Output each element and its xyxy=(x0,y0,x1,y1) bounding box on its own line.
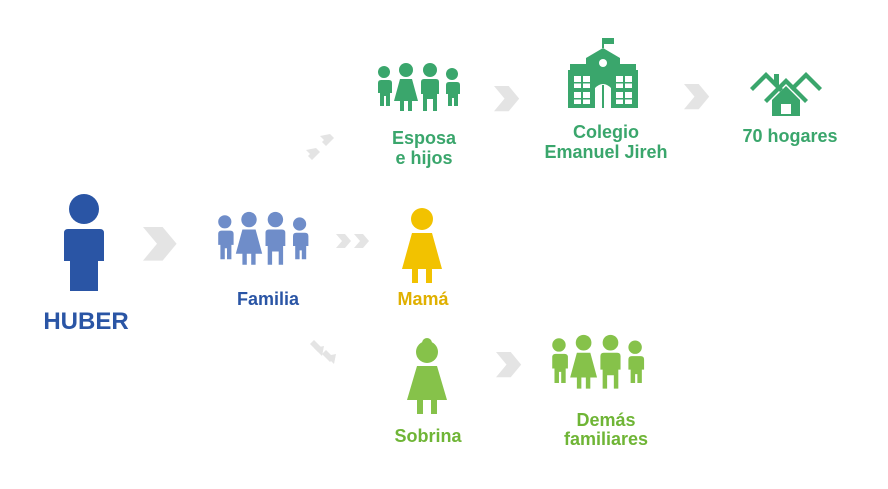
colegio-label-1: Colegio xyxy=(573,122,639,142)
woman-icon xyxy=(402,208,442,283)
esposa-label-2: e hijos xyxy=(395,148,453,168)
hogares-label: 70 hogares xyxy=(742,126,838,146)
school-icon xyxy=(568,38,638,108)
sobrina-label: Sobrina xyxy=(394,426,462,446)
double-chevron-icon xyxy=(336,234,369,248)
chevron-right-icon xyxy=(684,84,710,110)
chevron-right-icon xyxy=(496,352,522,378)
esposa-label-1: Esposa xyxy=(391,128,457,148)
arrow-up-right-icon xyxy=(306,134,334,160)
chevron-right-icon xyxy=(494,86,520,112)
huber-label: HUBER xyxy=(43,308,129,335)
family-icon xyxy=(552,334,645,389)
mama-label: Mamá xyxy=(397,289,449,309)
person-icon xyxy=(64,194,104,291)
demas-label-2: familiares xyxy=(563,429,649,449)
family-icon xyxy=(378,63,460,111)
houses-icon xyxy=(750,72,822,116)
arrow-down-right-icon xyxy=(310,340,336,364)
chevron-right-icon xyxy=(143,227,177,261)
familia-label: Familia xyxy=(236,289,300,309)
demas-label-1: Demás xyxy=(576,410,636,430)
colegio-label-2: Emanuel Jireh xyxy=(544,142,668,162)
family-icon xyxy=(218,211,309,265)
girl-icon xyxy=(407,338,447,414)
